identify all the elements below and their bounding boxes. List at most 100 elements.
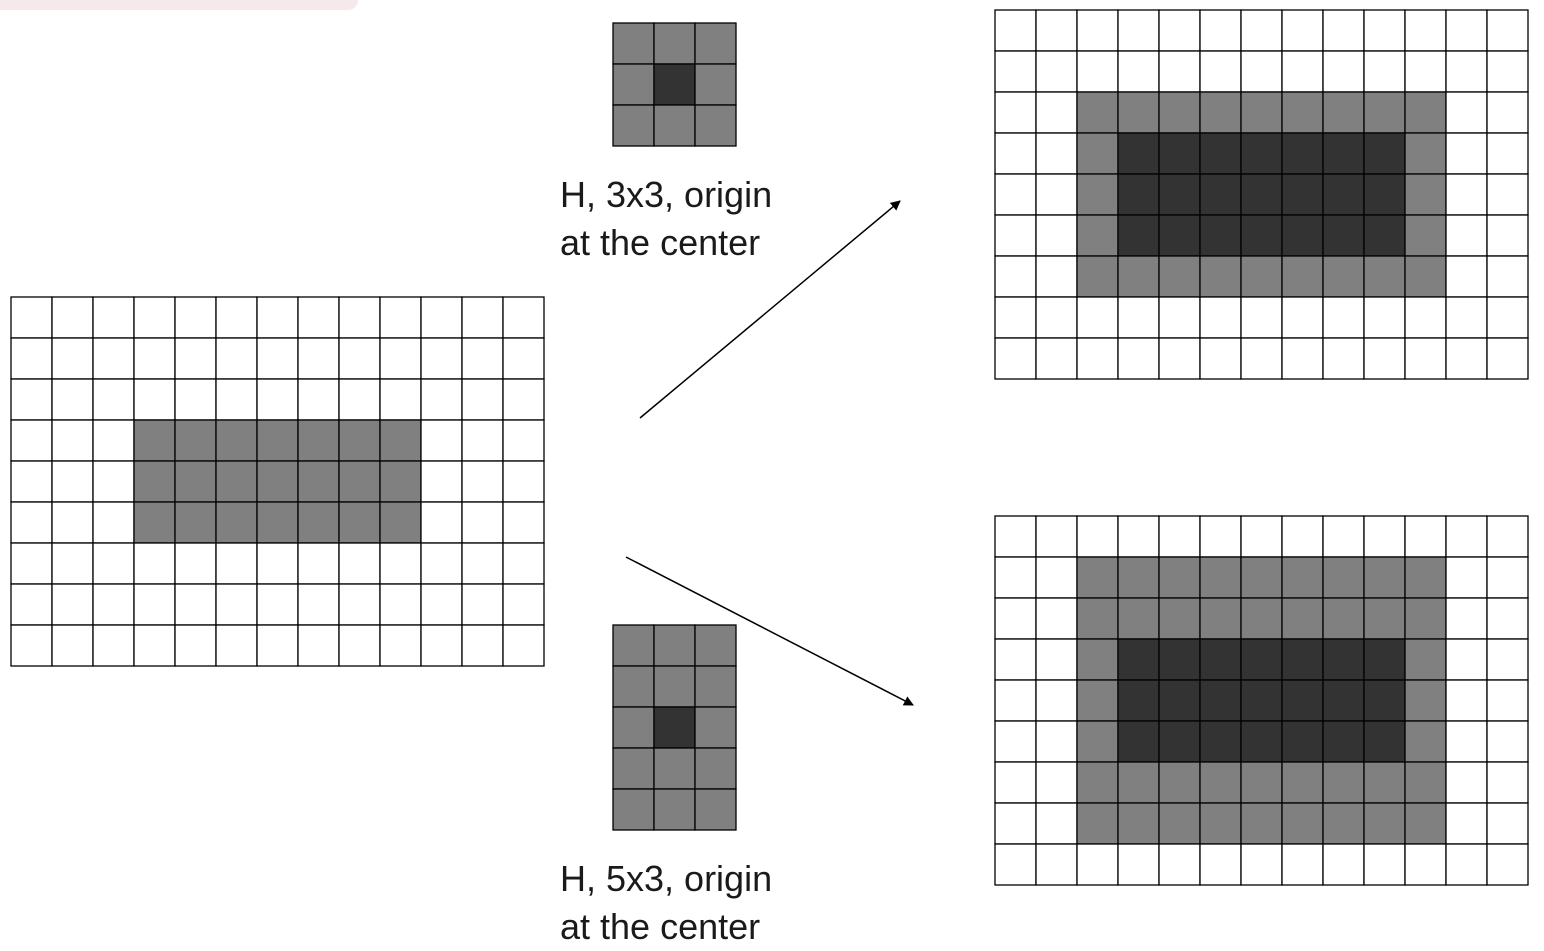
kernel-3x3-caption-line-2: at the center xyxy=(560,222,761,263)
output-3x3-grid-cell xyxy=(1158,50,1201,93)
input-grid-cell xyxy=(133,542,176,585)
output-3x3-grid-cell xyxy=(1445,132,1488,175)
output-3x3-grid-cell xyxy=(1363,296,1406,339)
output-5x3-grid-cell xyxy=(1117,802,1160,845)
output-3x3-grid-cell xyxy=(1199,91,1242,134)
output-5x3-grid-cell xyxy=(1404,679,1447,722)
input-grid-cell xyxy=(51,542,94,585)
output-5x3-grid-cell xyxy=(1035,597,1078,640)
output-5x3-grid-cell xyxy=(1445,679,1488,722)
output-3x3-grid-cell xyxy=(1240,296,1283,339)
input-grid-cell xyxy=(420,337,463,380)
output-3x3-grid-cell xyxy=(1404,91,1447,134)
output-5x3-grid-cell xyxy=(1486,720,1529,763)
kernel-5x3-caption: H, 5x3, origin at the center xyxy=(560,855,860,951)
input-grid-cell xyxy=(338,460,381,503)
output-3x3-grid-cell xyxy=(1199,50,1242,93)
kernel-3x3-caption-line-1: H, 3x3, origin xyxy=(560,174,773,215)
output-3x3-grid-cell xyxy=(1199,255,1242,298)
output-5x3-grid-cell xyxy=(1404,597,1447,640)
output-5x3-grid-cell xyxy=(1363,597,1406,640)
output-3x3-grid-cell xyxy=(1322,214,1365,257)
output-3x3-grid-cell xyxy=(1322,255,1365,298)
arrow-to-bottom-output xyxy=(625,556,914,706)
output-3x3-grid-cell xyxy=(1363,214,1406,257)
output-3x3-grid-cell xyxy=(1240,337,1283,380)
output-3x3-grid-cell xyxy=(1076,50,1119,93)
output-3x3-grid-cell xyxy=(1117,132,1160,175)
kernel-5x3-kernel-cell xyxy=(653,788,696,831)
output-3x3-grid-cell xyxy=(1117,50,1160,93)
input-grid-cell xyxy=(461,460,504,503)
output-3x3-grid-cell xyxy=(1322,91,1365,134)
output-5x3-grid-cell xyxy=(1076,761,1119,804)
output-3x3-grid-cell xyxy=(1486,296,1529,339)
input-grid-cell xyxy=(133,296,176,339)
input-grid-cell xyxy=(502,378,545,421)
input-grid-cell xyxy=(10,460,53,503)
output-5x3-grid-cell xyxy=(1363,720,1406,763)
input-grid-cell xyxy=(92,501,135,544)
output-3x3-grid-cell xyxy=(1363,91,1406,134)
input-grid-cell xyxy=(461,542,504,585)
output-5x3-grid-cell xyxy=(1322,638,1365,681)
input-grid-cell xyxy=(215,624,258,667)
output-3x3-grid-cell xyxy=(1035,132,1078,175)
output-5x3-grid-cell xyxy=(1240,843,1283,886)
output-5x3-grid-cell xyxy=(1445,761,1488,804)
output-3x3-grid-cell xyxy=(1240,214,1283,257)
output-5x3-grid-cell xyxy=(1076,679,1119,722)
kernel-5x3-kernel-cell xyxy=(694,788,737,831)
output-3x3-grid-cell xyxy=(994,214,1037,257)
input-grid-cell xyxy=(92,542,135,585)
output-5x3-grid-cell xyxy=(1158,720,1201,763)
kernel-3x3-kernel-cell xyxy=(612,22,655,65)
input-grid-cell xyxy=(379,542,422,585)
input-grid-cell xyxy=(461,501,504,544)
output-5x3-grid-cell xyxy=(1117,556,1160,599)
output-3x3-grid-cell xyxy=(1076,9,1119,52)
input-grid-cell xyxy=(256,460,299,503)
output-3x3-grid-cell xyxy=(1404,337,1447,380)
output-3x3-grid-cell xyxy=(1445,91,1488,134)
output-5x3-grid-cell xyxy=(994,802,1037,845)
output-5x3-grid-cell xyxy=(1363,761,1406,804)
output-3x3-grid-cell xyxy=(1240,255,1283,298)
input-grid-cell xyxy=(174,583,217,626)
output-5x3-grid-cell xyxy=(1322,679,1365,722)
input-grid-cell xyxy=(10,378,53,421)
output-5x3-grid-cell xyxy=(994,761,1037,804)
kernel-5x3-kernel xyxy=(612,624,737,831)
output-3x3-grid-cell xyxy=(1281,337,1324,380)
input-grid-cell xyxy=(379,419,422,462)
kernel-5x3-kernel-cell xyxy=(653,624,696,667)
output-3x3-grid-cell xyxy=(1404,214,1447,257)
input-grid-cell xyxy=(256,419,299,462)
output-5x3-grid-cell xyxy=(1158,843,1201,886)
output-3x3-grid-cell xyxy=(1404,173,1447,216)
output-5x3-grid-cell xyxy=(1445,597,1488,640)
input-grid-cell xyxy=(338,542,381,585)
output-5x3-grid-cell xyxy=(1199,843,1242,886)
output-3x3-grid-cell xyxy=(1322,50,1365,93)
input-grid-cell xyxy=(133,624,176,667)
output-3x3-grid-cell xyxy=(1035,296,1078,339)
output-5x3-grid-cell xyxy=(1486,802,1529,845)
output-3x3-grid-cell xyxy=(1076,173,1119,216)
input-grid-cell xyxy=(502,337,545,380)
output-5x3-grid-cell xyxy=(1035,638,1078,681)
output-3x3-grid-cell xyxy=(1281,9,1324,52)
input-grid-cell xyxy=(215,460,258,503)
output-3x3-grid-cell xyxy=(1486,337,1529,380)
output-5x3-grid-cell xyxy=(1281,597,1324,640)
input-grid-cell xyxy=(502,583,545,626)
output-3x3-grid-cell xyxy=(1158,173,1201,216)
input-grid-cell xyxy=(10,296,53,339)
output-5x3-grid-cell xyxy=(994,597,1037,640)
output-3x3-grid-cell xyxy=(1158,132,1201,175)
kernel-5x3-caption-line-1: H, 5x3, origin xyxy=(560,858,773,899)
output-3x3-grid-cell xyxy=(1117,173,1160,216)
output-5x3-grid-cell xyxy=(1322,843,1365,886)
output-5x3-grid-cell xyxy=(1076,843,1119,886)
